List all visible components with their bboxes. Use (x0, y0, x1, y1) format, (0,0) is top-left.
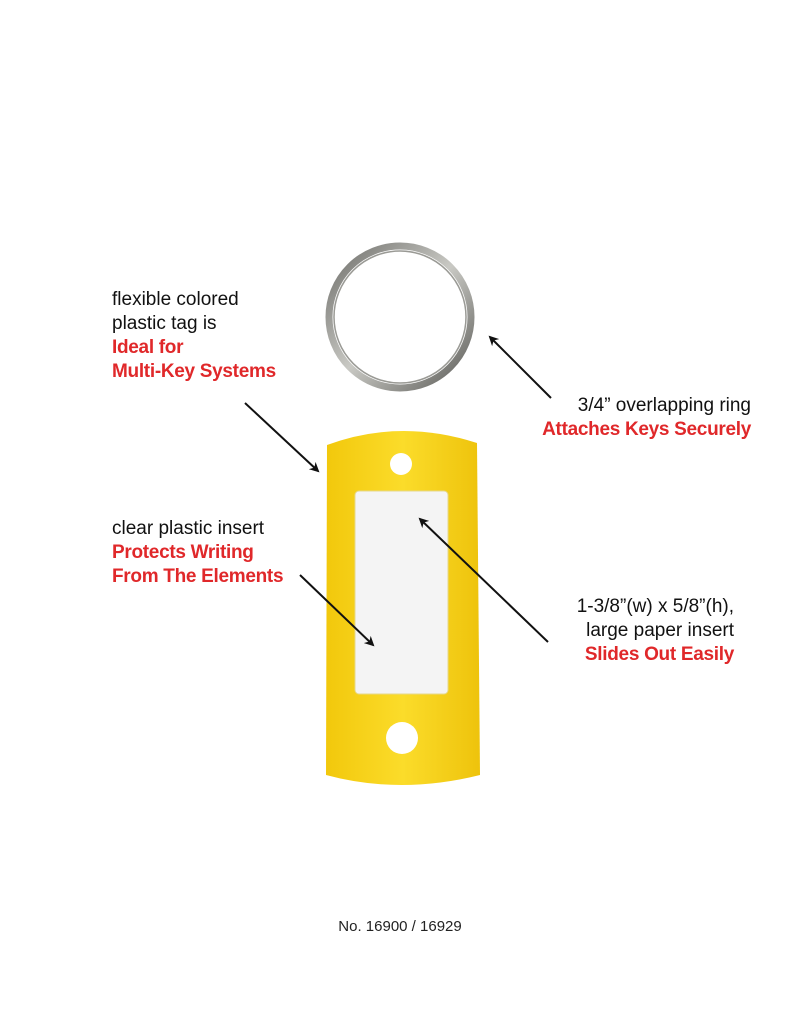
ring-highlight1: Attaches Keys Securely (542, 419, 751, 440)
paper-callout: 1-3/8”(w) x 5/8”(h), large paper insert … (576, 595, 735, 667)
arrow-icon (488, 335, 552, 399)
arrow-icon (244, 402, 320, 473)
paper-line1: 1-3/8”(w) x 5/8”(h), (576, 596, 734, 617)
tag-line2: plastic tag is (112, 313, 217, 334)
product-number-caption: No. 16900 / 16929 (338, 918, 462, 935)
split-ring-image (325, 242, 475, 392)
arrow-icon (299, 574, 375, 647)
key-tag-image (326, 430, 480, 785)
paper-line2: large paper insert (586, 620, 734, 641)
insert-callout: clear plastic insert Protects Writing Fr… (112, 517, 284, 589)
arrow-icon (418, 517, 549, 643)
paper-highlight1: Slides Out Easily (584, 644, 734, 665)
insert-highlight2: From The Elements (112, 566, 284, 587)
tag-highlight1: Ideal for (112, 337, 184, 358)
ring-callout: 3/4” overlapping ring Attaches Keys Secu… (542, 394, 751, 442)
insert-line1: clear plastic insert (112, 518, 265, 539)
tag-line1: flexible colored (112, 289, 239, 310)
tag-highlight2: Multi-Key Systems (112, 361, 276, 382)
insert-highlight1: Protects Writing (112, 542, 254, 563)
ring-line1: 3/4” overlapping ring (577, 395, 751, 416)
tag-callout: flexible colored plastic tag is Ideal fo… (112, 288, 276, 384)
